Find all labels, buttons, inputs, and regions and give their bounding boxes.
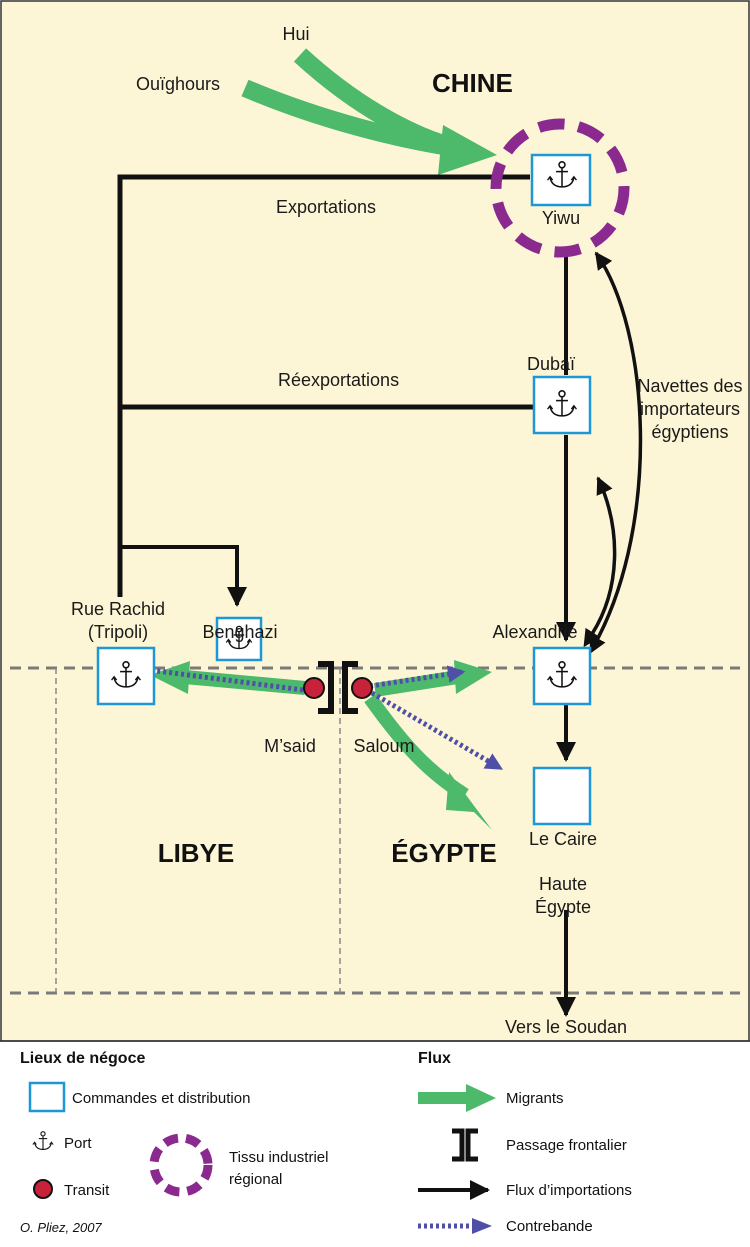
benghazi-flow [120,545,247,607]
region-egypt: ÉGYPTE [391,838,496,868]
legend-migrants: Migrants [506,1090,564,1107]
industrial-ring-icon [149,1133,213,1197]
legend-transit: Transit [64,1182,110,1199]
label-reexports: Réexportations [278,370,399,390]
export-flow [117,174,530,597]
site-benghazi [215,616,263,662]
border-crossing-icon [452,1128,478,1162]
legend-border: Passage frontalier [506,1137,627,1154]
migrants-arrowhead [466,1084,496,1112]
migrant-arrowhead-west [150,661,190,694]
red-dot-icon [33,1179,53,1199]
label-dubai: Dubaï [527,354,575,374]
label-sudan: Vers le Soudan [505,1017,627,1037]
legend-orders: Commandes et distribution [72,1090,250,1107]
label-alexandria: Alexandrie [492,622,577,642]
smuggling-arrowhead [472,1218,492,1234]
label-msaid: M’said [264,736,316,756]
industrial-ring-yiwu [490,118,630,258]
label-shuttles-3: égyptiens [651,422,728,442]
legend-smuggling: Contrebande [506,1218,593,1235]
smuggling-flow-southeast [370,690,504,771]
legend-port: Port [64,1135,92,1152]
legend-industrial-1: Tissu industriel [229,1149,328,1166]
legend-imports: Flux d’importations [506,1182,632,1199]
label-shuttles-1: Navettes des [637,376,742,396]
migrant-arrowhead-southeast [446,772,492,830]
site-dubai [532,375,592,435]
label-yiwu: Yiwu [542,208,580,228]
label-tripoli: (Tripoli) [88,622,148,642]
site-alexandria [532,646,592,706]
shuttle-flow-short [583,476,617,648]
border-crossing-icon [318,661,358,714]
legend-site-box [28,1081,66,1113]
label-hui: Hui [282,24,309,44]
label-cairo: Le Caire [529,829,597,849]
transit-saloum [351,677,373,699]
credit: O. Pliez, 2007 [20,1220,102,1235]
shuttle-flow-long [589,251,643,654]
label-uyghurs: Ouïghours [136,74,220,94]
site-tripoli [96,646,156,706]
transit-msaid [303,677,325,699]
smuggling-flow-west [149,667,304,693]
uyghur-migrant-flow [241,79,464,158]
region-china: CHINE [432,68,513,98]
legend-places-title: Lieux de négoce [20,1050,145,1067]
anchor-icon [32,1131,54,1150]
region-libya: LIBYE [158,838,235,868]
legend-flows-title: Flux [418,1050,451,1067]
migrant-arrowhead-china [438,125,497,175]
legend: Lieux de négoce Flux Commandes et distri… [0,1040,750,1235]
label-saloum: Saloum [353,736,414,756]
label-upper-egypt-1: Haute [539,874,587,894]
legend-industrial-2: régional [229,1171,282,1188]
site-cairo [532,766,592,826]
label-upper-egypt-2: Égypte [535,897,591,917]
label-rue-rachid: Rue Rachid [71,599,165,619]
label-benghazi: Benghazi [202,622,277,642]
site-yiwu [530,153,592,207]
migrant-flow-east [373,670,460,697]
label-exports: Exportations [276,197,376,217]
label-shuttles-2: importateurs [640,399,740,419]
map-background [0,0,750,1042]
